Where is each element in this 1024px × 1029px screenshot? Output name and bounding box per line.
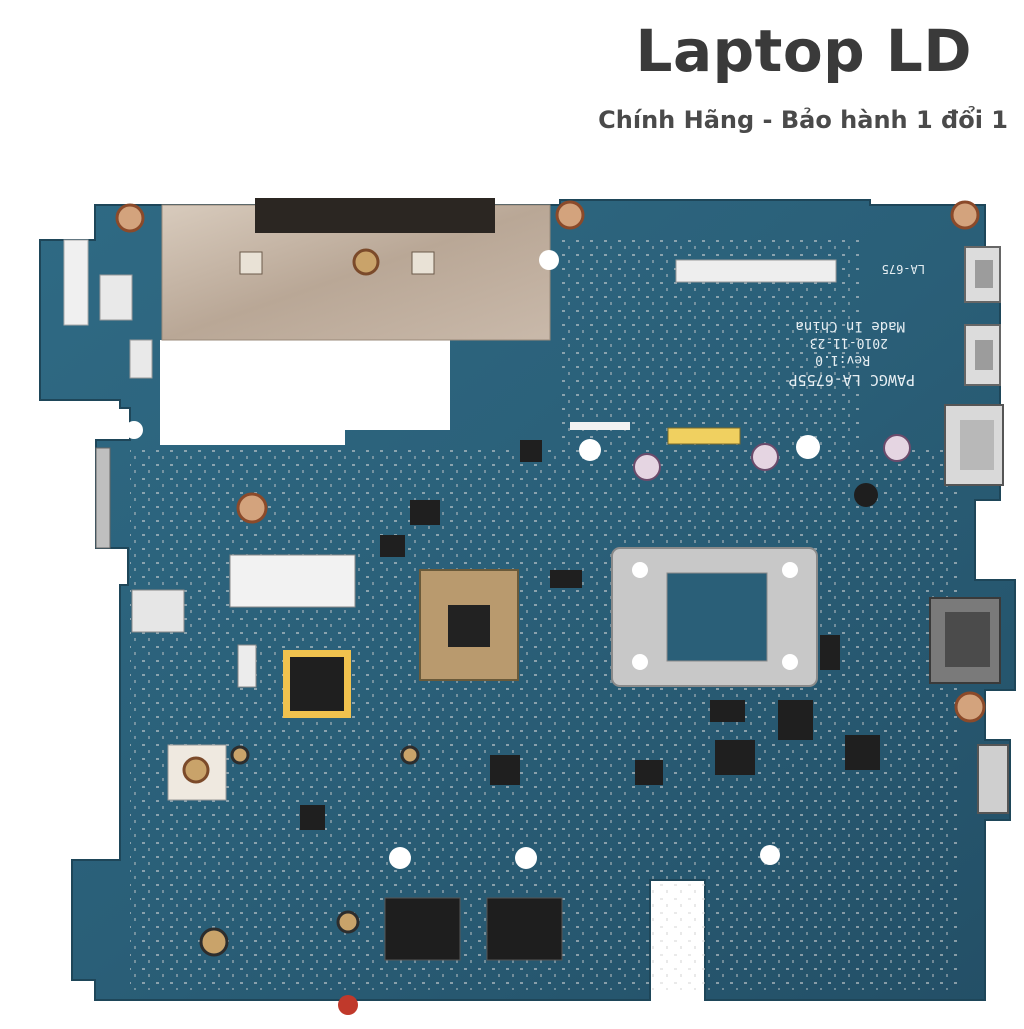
silkscreen-revision: Rev:1.0 [815, 352, 870, 367]
silkscreen: Made In China 2010-11-23 Rev:1.0 PAWGC L… [789, 318, 915, 389]
shield-screw-icon [239, 251, 263, 275]
board-holes [125, 250, 820, 1022]
board-cutout [160, 340, 450, 445]
silkscreen-corner-label: LA-675 [882, 262, 925, 276]
ethernet-port-icon [929, 597, 1001, 684]
vga-port-icon [977, 744, 1009, 814]
silkscreen-origin: Made In China [795, 318, 905, 334]
cpu-socket-icon [611, 547, 818, 687]
lcd-connector [229, 554, 356, 608]
ram-chip-icon [384, 897, 461, 961]
usb-port-icon-2 [964, 324, 1001, 386]
mounting-hole-icon [352, 248, 380, 276]
controller-chip-icon [283, 650, 351, 718]
serial-sticker [675, 259, 837, 283]
sata-connector [95, 447, 111, 549]
capacitor-icon [633, 434, 911, 507]
ic-chips [300, 440, 880, 830]
flex-connector [63, 239, 89, 326]
usb-port-icon [964, 246, 1001, 303]
brand-title: Laptop LD [635, 17, 972, 85]
chipset-icon [419, 569, 519, 681]
silkscreen-date: 2010-11-23 [810, 335, 888, 350]
silkscreen-model: PAWGC LA-6755P [789, 371, 915, 389]
mounting-holes [115, 200, 986, 1015]
hdmi-port-icon [944, 404, 1004, 486]
brand-subtitle: Chính Hãng - Bảo hành 1 đổi 1 [598, 106, 1008, 134]
shield-tape [255, 198, 495, 233]
